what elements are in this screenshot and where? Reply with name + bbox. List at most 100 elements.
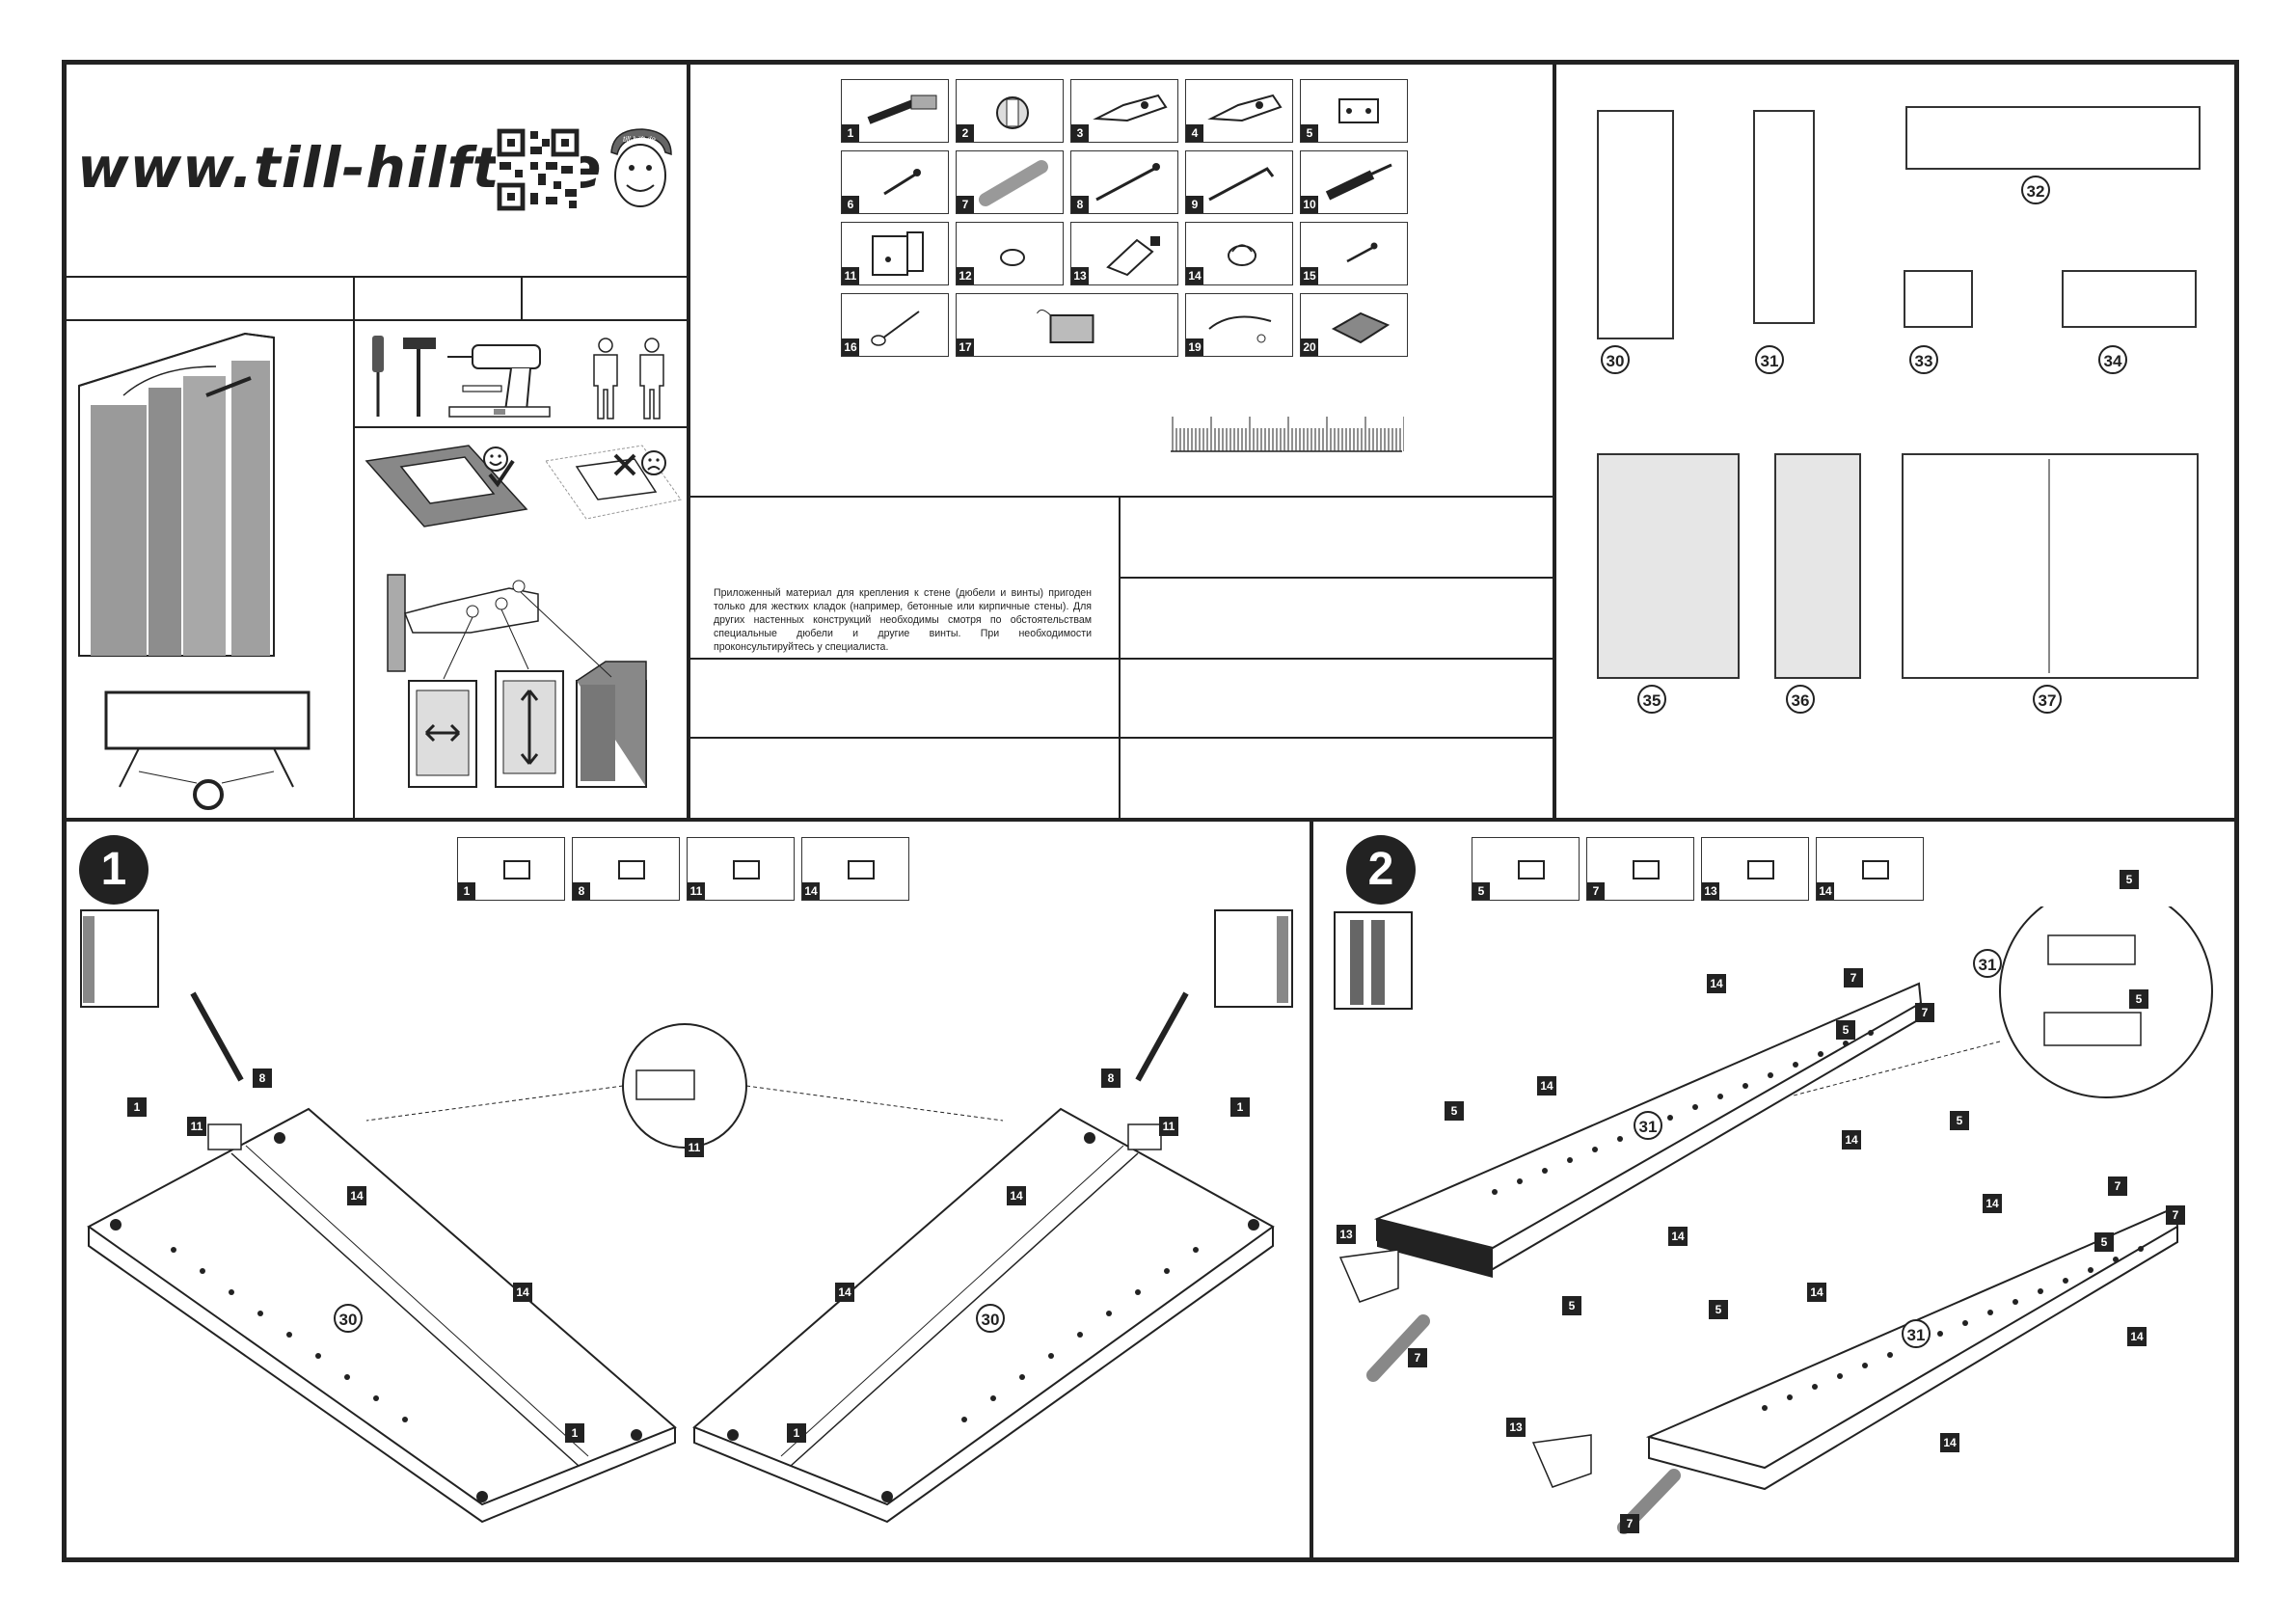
table-line — [689, 496, 1554, 498]
step-2-tag-7d: 7 — [2108, 1177, 2127, 1196]
step-2-tag-7b: 7 — [1915, 1003, 1934, 1022]
panel-label-33: 33 — [1909, 345, 1938, 374]
part-number: 9 — [1186, 196, 1203, 213]
part-number: 14 — [1186, 267, 1203, 284]
step-2-illustration — [1334, 906, 2213, 1534]
bumper-pad-icon — [1000, 249, 1025, 266]
divider-vertical-left — [687, 60, 690, 820]
tiny-screw-icon — [1346, 242, 1378, 263]
part-cell-10: 10 — [1300, 150, 1408, 214]
part-cell-2: 2 — [956, 79, 1064, 143]
step-2-tag-5e: 5 — [1709, 1300, 1728, 1319]
step-2-tag-14g: 14 — [1807, 1283, 1826, 1302]
part-number: 17 — [957, 338, 974, 356]
step-1-tag-8: 8 — [253, 1068, 272, 1088]
hinge-icon — [1093, 94, 1168, 122]
step-1-tag-11-right: 11 — [1159, 1117, 1178, 1136]
step-2-tag-5b: 5 — [1836, 1020, 1855, 1040]
part-number: 13 — [1071, 267, 1089, 284]
part-number: 7 — [1587, 882, 1605, 900]
glue-tube-icon — [1106, 236, 1160, 277]
step1-part-14: 14 — [801, 837, 909, 901]
table-line — [689, 737, 1554, 739]
step-2-badge: 2 — [1346, 835, 1416, 905]
part-number: 11 — [688, 882, 705, 900]
step-1-tag-1: 1 — [127, 1097, 147, 1117]
part-cell-5: 5 — [1300, 79, 1408, 143]
panel-label-34: 34 — [2098, 345, 2127, 374]
mounting-plate-icon — [1518, 860, 1545, 879]
step-1-tag-14b-right: 14 — [835, 1283, 854, 1302]
part-cell-7: 7 — [956, 150, 1064, 214]
bracket-icon — [872, 231, 924, 276]
measurement-ruler — [1171, 417, 1404, 452]
step2-part-13: 13 — [1701, 837, 1809, 901]
part-cell-15: 15 — [1300, 222, 1408, 285]
screw-plug-icon — [867, 95, 937, 124]
divider-vertical-right — [1553, 60, 1556, 820]
panel-label-31: 31 — [1755, 345, 1784, 374]
glue-tube-icon — [1747, 860, 1774, 879]
part-number: 10 — [1301, 196, 1318, 213]
step-1-tag-14b: 14 — [513, 1283, 532, 1302]
panel-33 — [1904, 270, 1973, 328]
panel-36 — [1774, 453, 1861, 679]
step-1-tag-11: 11 — [187, 1117, 206, 1136]
panel-37-divider — [2048, 459, 2050, 673]
step-2-tag-14: 14 — [1707, 974, 1726, 993]
step-2-tag-7f: 7 — [1620, 1514, 1639, 1533]
panel-37 — [1902, 453, 2199, 679]
panel-31 — [1753, 110, 1815, 324]
part-number: 2 — [957, 124, 974, 142]
part-cell-12: 12 — [956, 222, 1064, 285]
wooden-dowel-icon — [1633, 860, 1660, 879]
cover-cap-icon — [1228, 244, 1256, 266]
table-line — [689, 658, 1554, 660]
step1-part-11: 11 — [687, 837, 795, 901]
part-number: 1 — [842, 124, 859, 142]
short-screw-icon — [883, 169, 921, 196]
step-2-tag-7c: 7 — [1408, 1348, 1427, 1367]
part-number: 8 — [573, 882, 590, 900]
page-frame — [62, 60, 2239, 1562]
step-2-tag-7: 7 — [1844, 968, 1863, 987]
part-cell-13: 13 — [1070, 222, 1178, 285]
part-cell-19: 19 — [1185, 293, 1293, 357]
step-2-tag-5f: 5 — [2094, 1232, 2114, 1252]
surface-protection-diagram — [365, 445, 682, 527]
step-1-board-label-left: 30 — [334, 1304, 363, 1333]
divider-header-bottom — [64, 276, 689, 278]
part-number: 1 — [458, 882, 475, 900]
divider-header-row — [64, 319, 689, 321]
panel-35 — [1597, 453, 1740, 679]
part-cell-3: 3 — [1070, 79, 1178, 143]
part-number: 6 — [842, 196, 859, 213]
sad-face-icon — [641, 450, 666, 475]
screw-icon — [1095, 163, 1160, 202]
step-2-tag-14b: 14 — [1537, 1076, 1556, 1096]
step-2-tag-5-detail: 5 — [2120, 870, 2139, 889]
step-1-tag-1b: 1 — [565, 1423, 584, 1443]
step-2-tag-13b: 13 — [1506, 1418, 1526, 1437]
part-number: 5 — [1472, 882, 1490, 900]
part-number: 12 — [957, 267, 974, 284]
check-icon — [488, 459, 515, 488]
screw-icon — [618, 860, 645, 879]
happy-face-icon — [483, 446, 508, 472]
panel-34 — [2062, 270, 2197, 328]
step-2-tag-14d: 14 — [1668, 1227, 1688, 1246]
part-cell-20: 20 — [1300, 293, 1408, 357]
step-2-tag-14e: 14 — [1983, 1194, 2002, 1213]
part-cell-1: 1 — [841, 79, 949, 143]
part-cell-17: 17 — [956, 293, 1178, 357]
table-line — [1119, 577, 1554, 579]
part-cell-4: 4 — [1185, 79, 1293, 143]
part-number: 7 — [957, 196, 974, 213]
part-number: 14 — [802, 882, 820, 900]
step-2-tag-14c: 14 — [1842, 1130, 1861, 1150]
two-person-icon — [593, 338, 664, 419]
step-1-tag-14-right: 14 — [1007, 1186, 1026, 1205]
panel-label-32: 32 — [2021, 176, 2050, 204]
step1-part-8: 8 — [572, 837, 680, 901]
step-1-board-label-right: 30 — [976, 1304, 1005, 1333]
